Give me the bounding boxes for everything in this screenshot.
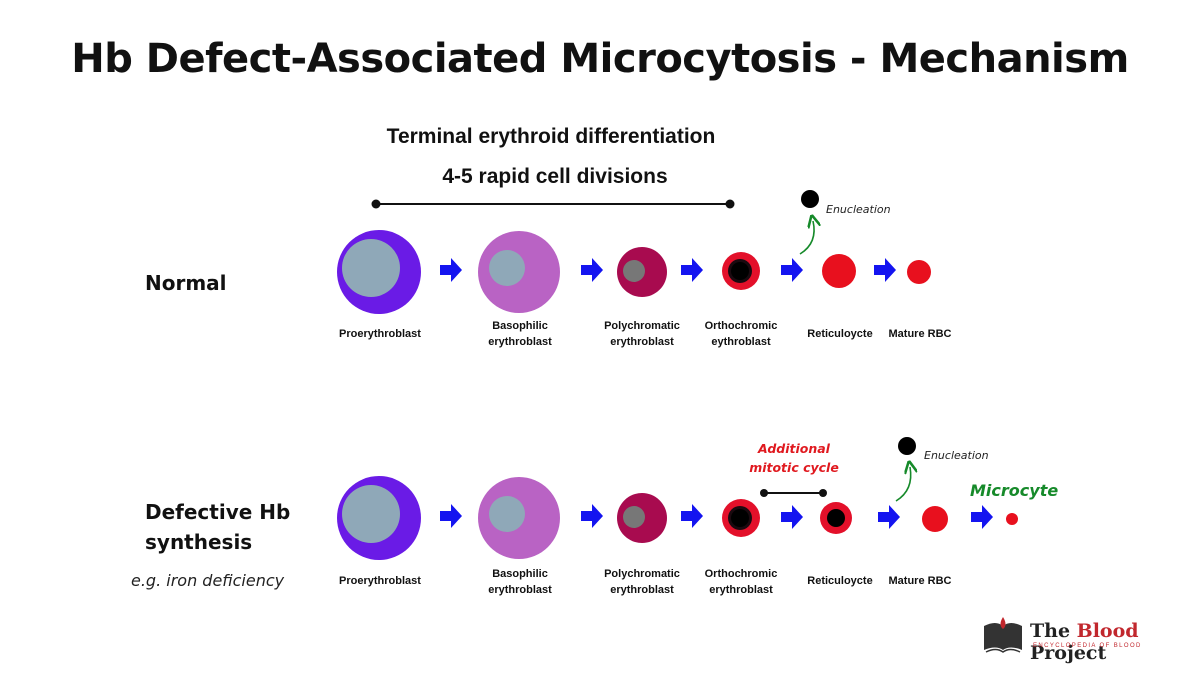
- arrow-icon: [581, 504, 603, 528]
- proerythroblast-cell: [337, 230, 421, 314]
- defective-label-line2: synthesis: [145, 530, 253, 554]
- normal-row-label: Normal: [145, 271, 227, 295]
- normal-label-polychromatic: Polychromatic erythroblast: [604, 320, 680, 348]
- normal-arrows: [440, 258, 896, 282]
- arrow-icon: [781, 505, 803, 529]
- polychromatic-erythroblast-cell: [617, 493, 667, 543]
- normal-label-reticulocyte: Reticuloycte: [807, 328, 873, 340]
- normal-label-basophilic: Basophilic erythroblast: [488, 320, 552, 348]
- normal-label-mature-rbc: Mature RBC: [888, 328, 952, 340]
- defective-arrows: [440, 504, 993, 529]
- extruded-nucleus: [898, 437, 916, 455]
- arrow-icon: [781, 258, 803, 282]
- arrow-icon: [878, 505, 900, 529]
- extruded-nucleus: [801, 190, 819, 208]
- page-title: Hb Defect-Associated Microcytosis - Mech…: [71, 36, 1129, 82]
- normal-enucleation-label: Enucleation: [826, 203, 891, 216]
- proerythroblast-cell: [337, 476, 421, 560]
- basophilic-erythroblast-cell: [478, 231, 560, 313]
- defective-enucleation: [895, 437, 916, 502]
- normal-row: [337, 190, 931, 314]
- basophilic-erythroblast-cell: [478, 477, 560, 559]
- normal-enucleation: [799, 190, 819, 255]
- defective-label-polychromatic: Polychromatic erythroblast: [604, 568, 680, 596]
- defective-label-reticulocyte: Reticuloycte: [807, 575, 873, 587]
- arrow-icon: [440, 258, 462, 282]
- defective-label-line1: Defective Hb: [145, 500, 291, 524]
- mature-rbc-cell: [907, 260, 931, 284]
- subtitle-terminal-differentiation: Terminal erythroid differentiation: [386, 125, 716, 148]
- reticulocyte-cell: [822, 254, 856, 288]
- enucleation-arrow-icon: [799, 221, 814, 255]
- microcyte-label: Microcyte: [970, 481, 1059, 500]
- mature-rbc-cell: [922, 506, 948, 532]
- subtitle-rapid-divisions: 4-5 rapid cell divisions: [442, 165, 668, 188]
- differentiation-bracket: [371, 199, 735, 209]
- polychromatic-erythroblast-cell: [617, 247, 667, 297]
- defective-label-mature-rbc: Mature RBC: [888, 575, 952, 587]
- logo-name: The Blood Project: [1030, 620, 1139, 664]
- arrow-icon: [874, 258, 896, 282]
- additional-mitotic-cycle-label: Additional mitotic cycle: [749, 441, 839, 475]
- example-text: e.g. iron deficiency: [131, 571, 285, 590]
- arrow-icon: [581, 258, 603, 282]
- orthochromic-erythroblast-cell: [722, 252, 760, 290]
- arrow-icon: [681, 258, 703, 282]
- defective-label-proerythroblast: Proerythroblast: [339, 575, 421, 587]
- arrow-icon: [440, 504, 462, 528]
- microcyte-cell: [1006, 513, 1018, 525]
- orthochromic-erythroblast-cell: [722, 499, 760, 537]
- additional-cycle-bracket: [760, 489, 827, 497]
- additional-orthochromic-cell: [820, 502, 852, 534]
- defective-row-label: Defective Hb synthesis: [145, 497, 290, 557]
- enucleation-arrow-icon: [895, 467, 911, 502]
- normal-label-orthochromic: Orthochromic eythroblast: [704, 320, 778, 348]
- defective-label-orthochromic: Orthochromic erythroblast: [704, 568, 778, 596]
- arrow-icon: [971, 505, 993, 529]
- book-logo-icon: [984, 617, 1022, 653]
- arrow-icon: [681, 504, 703, 528]
- defective-enucleation-label: Enucleation: [924, 449, 989, 462]
- defective-row: [337, 437, 1018, 560]
- normal-label-proerythroblast: Proerythroblast: [339, 328, 421, 340]
- logo-tagline: ENCYCLOPEDIA OF BLOOD: [1033, 643, 1142, 649]
- defective-label-basophilic: Basophilic erythroblast: [488, 568, 552, 596]
